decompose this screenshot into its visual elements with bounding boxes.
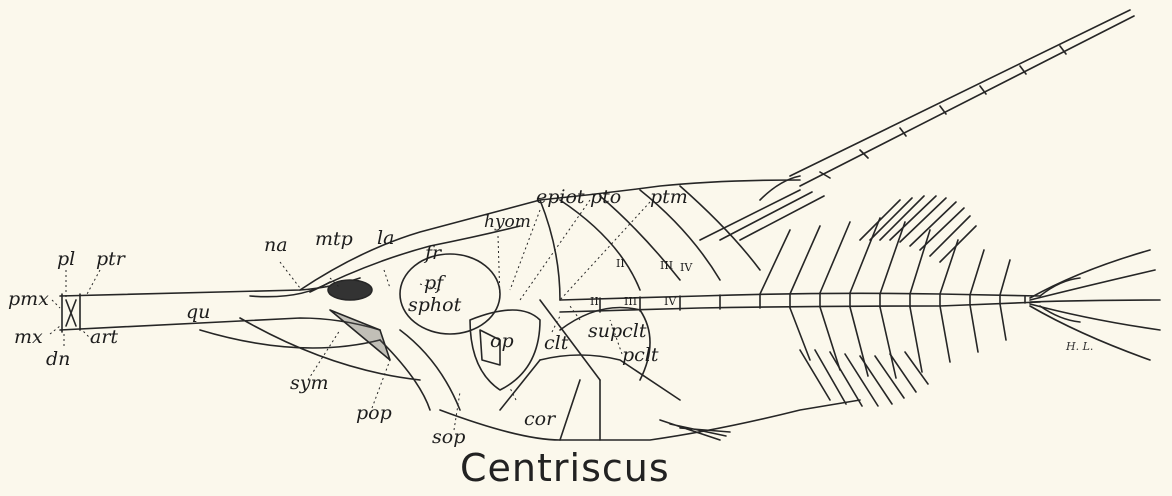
label-mtp: mtp [315,230,353,249]
label-la: la [377,229,394,248]
label-hyom: hyom [484,214,531,231]
label-ptr: ptr [96,250,125,269]
numeral-upper-4: IV [680,262,692,273]
label-pf: pf [424,274,443,293]
numeral-lower-3: III [624,296,637,307]
label-pl: pl [57,250,75,269]
artist-signature: H. L. [1066,340,1093,353]
label-pclt: pclt [622,346,659,365]
label-pto: pto [590,188,621,207]
label-qu: qu [186,303,210,322]
label-sop: sop [432,428,465,447]
numeral-lower-2: II [590,296,599,307]
numeral-upper-2: II [616,258,625,269]
label-epiot: epiot [536,188,585,207]
label-op: op [490,332,514,351]
label-sym: sym [290,374,329,393]
numeral-lower-4: IV [664,296,676,307]
label-pmx: pmx [8,290,49,309]
numeral-upper-3: III [660,260,673,271]
caudal-fin [1030,250,1160,360]
label-pop: pop [356,404,392,423]
label-art: art [90,328,118,347]
label-fr: fr [425,244,441,263]
dorsal-spine [790,10,1130,176]
label-cor: cor [524,410,555,429]
figure-caption: Centriscus [460,446,670,490]
label-supclt: supclt [588,322,647,341]
label-na: na [264,236,288,255]
label-dn: dn [46,350,70,369]
label-mx: mx [14,328,43,347]
label-sphot: sphot [408,296,461,315]
label-ptm: ptm [650,188,688,207]
label-clt: clt [544,334,568,353]
